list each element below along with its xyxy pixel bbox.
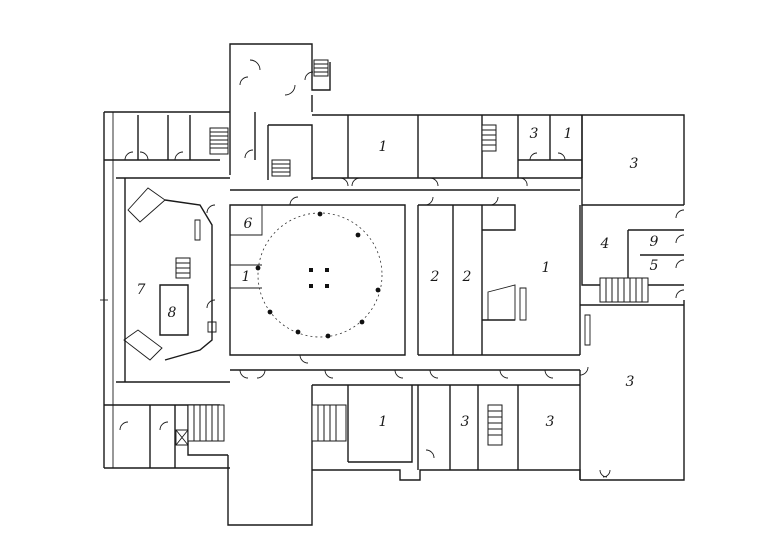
stair-bottom-left — [187, 404, 225, 442]
room-label: 9 — [650, 234, 659, 250]
doors — [119, 59, 685, 478]
stair-central — [599, 277, 649, 303]
stair-top-left — [209, 127, 229, 155]
hall-steps — [123, 187, 166, 361]
room-labels: 1 3 1 3 6 1 7 8 2 2 1 4 9 5 3 1 3 3 — [137, 126, 659, 430]
room-label: 1 — [379, 414, 388, 430]
stair-bottom-right — [487, 404, 503, 446]
room-label: 6 — [244, 216, 253, 232]
stair-bottom-mid — [311, 404, 347, 442]
outer-walls — [100, 43, 685, 526]
room-label: 7 — [137, 282, 146, 298]
room-label: 3 — [630, 156, 639, 172]
room-label: 2 — [430, 269, 440, 285]
room-label: 3 — [461, 414, 470, 430]
atrium-columns — [255, 211, 381, 339]
stair-top-right — [481, 124, 497, 152]
room-label: 1 — [564, 126, 573, 142]
room-label: 2 — [462, 269, 472, 285]
misc-details — [175, 219, 591, 446]
room-label: 8 — [168, 305, 177, 321]
room-label: 4 — [600, 236, 610, 252]
room-label: 1 — [379, 139, 388, 155]
room-label: 3 — [546, 414, 555, 430]
stair-mid-top — [271, 159, 291, 177]
room-label: 5 — [650, 258, 659, 274]
central-walls — [116, 177, 684, 383]
stair-tower — [313, 59, 329, 77]
lower-row-walls — [104, 370, 581, 480]
room-label: 1 — [542, 260, 551, 276]
stair-hall-left — [175, 257, 191, 279]
atrium-ring — [257, 212, 383, 338]
upper-row-walls — [104, 112, 684, 206]
room-label: 3 — [626, 374, 635, 390]
room-label: 3 — [530, 126, 539, 142]
room-label: 1 — [242, 269, 251, 285]
